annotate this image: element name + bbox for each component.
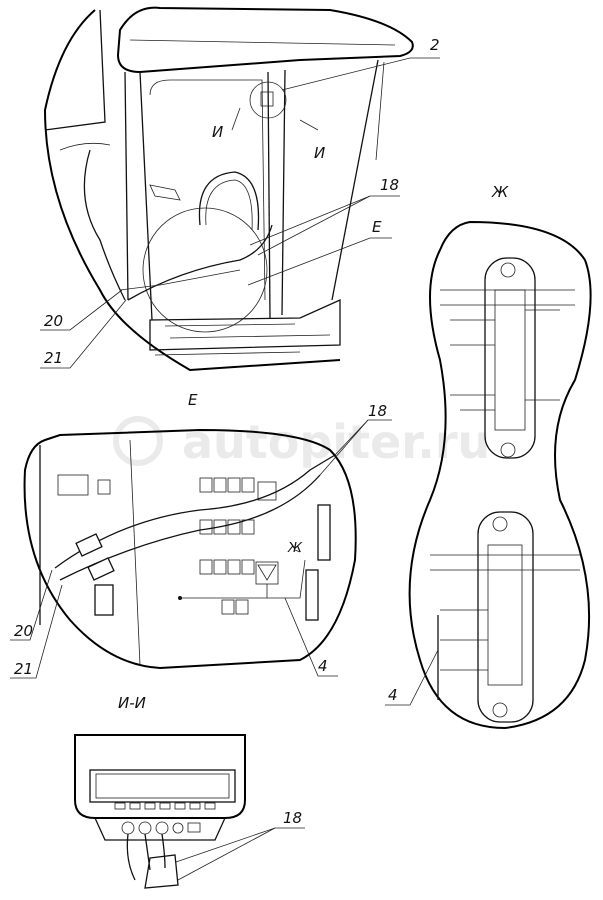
callout-21-mid: 21 — [14, 660, 33, 678]
cab-callouts: 2 И И 18 Е 20 21 — [40, 36, 440, 369]
callout-18-top: 18 — [380, 176, 399, 194]
display-unit-section — [74, 734, 246, 889]
detail-zh-callouts: 4 — [385, 649, 439, 706]
connector-detail-zh — [408, 220, 592, 730]
cab-view — [43, 6, 414, 372]
callout-20-mid: 20 — [14, 622, 33, 640]
view-pointer-e: Е — [372, 218, 382, 236]
view-title-zh: Ж — [491, 183, 509, 201]
section-mark-i-right: И — [314, 144, 325, 162]
callout-4-right: 4 — [388, 686, 398, 704]
view-pointer-zh: Ж — [287, 541, 303, 556]
indicator-row — [114, 802, 216, 810]
view-title-e: Е — [188, 391, 198, 409]
callout-21-top: 21 — [44, 349, 63, 367]
watermark: autopiter.ru — [113, 415, 490, 469]
section-mark-i-left: И — [212, 123, 223, 141]
section-title-ii: И-И — [118, 694, 146, 712]
panel-e-callouts: 18 Ж 20 21 4 — [10, 402, 392, 679]
callout-4-mid: 4 — [318, 657, 328, 675]
panel-view-e — [23, 428, 357, 670]
callout-20-top: 20 — [44, 312, 63, 330]
callout-2: 2 — [430, 36, 440, 54]
callout-18-mid: 18 — [368, 402, 387, 420]
watermark-text: autopiter.ru — [182, 415, 490, 469]
section-ii-callouts: 18 — [175, 809, 305, 881]
callout-18-bottom: 18 — [283, 809, 302, 827]
relay-block — [199, 477, 255, 615]
